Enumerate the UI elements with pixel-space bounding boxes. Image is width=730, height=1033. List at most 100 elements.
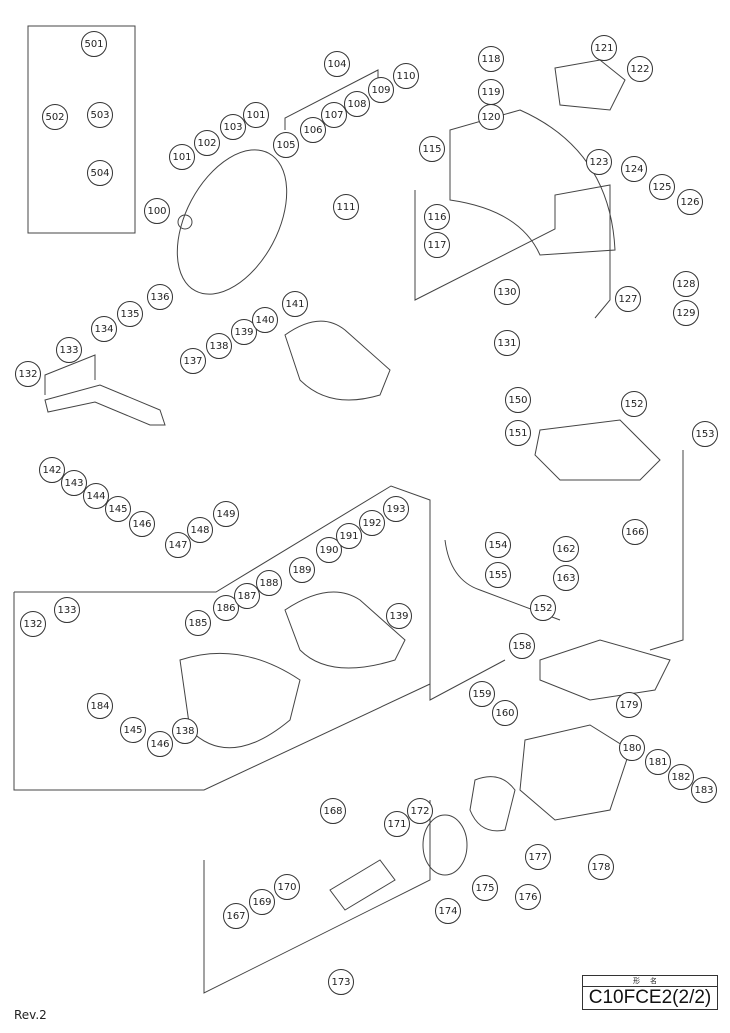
- part-callout-107[interactable]: 107: [321, 102, 347, 128]
- part-callout-175[interactable]: 175: [472, 875, 498, 901]
- part-callout-146[interactable]: 146: [147, 731, 173, 757]
- part-callout-183[interactable]: 183: [691, 777, 717, 803]
- part-callout-109[interactable]: 109: [368, 77, 394, 103]
- part-callout-100[interactable]: 100: [144, 198, 170, 224]
- part-callout-136[interactable]: 136: [147, 284, 173, 310]
- part-callout-182[interactable]: 182: [668, 764, 694, 790]
- part-callout-185[interactable]: 185: [185, 610, 211, 636]
- part-callout-503[interactable]: 503: [87, 102, 113, 128]
- part-callout-110[interactable]: 110: [393, 63, 419, 89]
- part-callout-152[interactable]: 152: [621, 391, 647, 417]
- baffle-plate: [422, 814, 468, 876]
- part-callout-163[interactable]: 163: [553, 565, 579, 591]
- handle-grip: [554, 59, 626, 111]
- part-callout-178[interactable]: 178: [588, 854, 614, 880]
- part-callout-145[interactable]: 145: [120, 717, 146, 743]
- part-callout-180[interactable]: 180: [619, 735, 645, 761]
- part-callout-176[interactable]: 176: [515, 884, 541, 910]
- part-callout-149[interactable]: 149: [213, 501, 239, 527]
- part-callout-139[interactable]: 139: [386, 603, 412, 629]
- part-callout-189[interactable]: 189: [289, 557, 315, 583]
- part-callout-120[interactable]: 120: [478, 104, 504, 130]
- part-callout-123[interactable]: 123: [586, 149, 612, 175]
- part-callout-111[interactable]: 111: [333, 194, 359, 220]
- part-callout-138[interactable]: 138: [206, 333, 232, 359]
- part-callout-122[interactable]: 122: [627, 56, 653, 82]
- part-callout-116[interactable]: 116: [424, 204, 450, 230]
- part-callout-192[interactable]: 192: [359, 510, 385, 536]
- part-callout-177[interactable]: 177: [525, 844, 551, 870]
- part-callout-181[interactable]: 181: [645, 749, 671, 775]
- part-callout-172[interactable]: 172: [407, 798, 433, 824]
- part-callout-187[interactable]: 187: [234, 583, 260, 609]
- part-callout-135[interactable]: 135: [117, 301, 143, 327]
- part-callout-191[interactable]: 191: [336, 523, 362, 549]
- part-callout-502[interactable]: 502: [42, 104, 68, 130]
- part-callout-144[interactable]: 144: [83, 483, 109, 509]
- part-callout-138[interactable]: 138: [172, 718, 198, 744]
- part-callout-159[interactable]: 159: [469, 681, 495, 707]
- part-callout-152[interactable]: 152: [530, 595, 556, 621]
- part-callout-158[interactable]: 158: [509, 633, 535, 659]
- part-callout-142[interactable]: 142: [39, 457, 65, 483]
- part-callout-167[interactable]: 167: [223, 903, 249, 929]
- part-callout-143[interactable]: 143: [61, 470, 87, 496]
- part-callout-179[interactable]: 179: [616, 692, 642, 718]
- part-callout-130[interactable]: 130: [494, 279, 520, 305]
- part-callout-186[interactable]: 186: [213, 595, 239, 621]
- part-callout-168[interactable]: 168: [320, 798, 346, 824]
- part-callout-193[interactable]: 193: [383, 496, 409, 522]
- part-callout-160[interactable]: 160: [492, 700, 518, 726]
- part-callout-129[interactable]: 129: [673, 300, 699, 326]
- part-callout-102[interactable]: 102: [194, 130, 220, 156]
- part-callout-147[interactable]: 147: [165, 532, 191, 558]
- part-callout-148[interactable]: 148: [187, 517, 213, 543]
- part-callout-132[interactable]: 132: [20, 611, 46, 637]
- part-callout-174[interactable]: 174: [435, 898, 461, 924]
- part-callout-504[interactable]: 504: [87, 160, 113, 186]
- part-callout-134[interactable]: 134: [91, 316, 117, 342]
- part-callout-132[interactable]: 132: [15, 361, 41, 387]
- part-callout-103[interactable]: 103: [220, 114, 246, 140]
- part-callout-188[interactable]: 188: [256, 570, 282, 596]
- part-callout-128[interactable]: 128: [673, 271, 699, 297]
- part-callout-146[interactable]: 146: [129, 511, 155, 537]
- part-callout-131[interactable]: 131: [494, 330, 520, 356]
- part-callout-126[interactable]: 126: [677, 189, 703, 215]
- part-callout-137[interactable]: 137: [180, 348, 206, 374]
- part-callout-108[interactable]: 108: [344, 91, 370, 117]
- part-callout-154[interactable]: 154: [485, 532, 511, 558]
- part-callout-151[interactable]: 151: [505, 420, 531, 446]
- part-callout-115[interactable]: 115: [419, 136, 445, 162]
- part-callout-118[interactable]: 118: [478, 46, 504, 72]
- part-callout-133[interactable]: 133: [54, 597, 80, 623]
- part-callout-119[interactable]: 119: [478, 79, 504, 105]
- part-callout-141[interactable]: 141: [282, 291, 308, 317]
- part-callout-105[interactable]: 105: [273, 132, 299, 158]
- part-callout-153[interactable]: 153: [692, 421, 718, 447]
- part-callout-133[interactable]: 133: [56, 337, 82, 363]
- part-callout-169[interactable]: 169: [249, 889, 275, 915]
- lower-guard-cover: [284, 591, 406, 669]
- part-callout-101[interactable]: 101: [169, 144, 195, 170]
- part-callout-145[interactable]: 145: [105, 496, 131, 522]
- part-callout-104[interactable]: 104: [324, 51, 350, 77]
- part-callout-117[interactable]: 117: [424, 232, 450, 258]
- part-callout-140[interactable]: 140: [252, 307, 278, 333]
- part-callout-155[interactable]: 155: [485, 562, 511, 588]
- part-callout-124[interactable]: 124: [621, 156, 647, 182]
- upper-guard: [449, 109, 616, 256]
- part-callout-166[interactable]: 166: [622, 519, 648, 545]
- part-callout-170[interactable]: 170: [274, 874, 300, 900]
- part-callout-127[interactable]: 127: [615, 286, 641, 312]
- part-callout-184[interactable]: 184: [87, 693, 113, 719]
- part-callout-173[interactable]: 173: [328, 969, 354, 995]
- part-callout-501[interactable]: 501: [81, 31, 107, 57]
- part-callout-162[interactable]: 162: [553, 536, 579, 562]
- title-header-label: 形名: [583, 976, 717, 987]
- part-callout-101[interactable]: 101: [243, 102, 269, 128]
- part-callout-171[interactable]: 171: [384, 811, 410, 837]
- part-callout-125[interactable]: 125: [649, 174, 675, 200]
- part-callout-121[interactable]: 121: [591, 35, 617, 61]
- part-callout-150[interactable]: 150: [505, 387, 531, 413]
